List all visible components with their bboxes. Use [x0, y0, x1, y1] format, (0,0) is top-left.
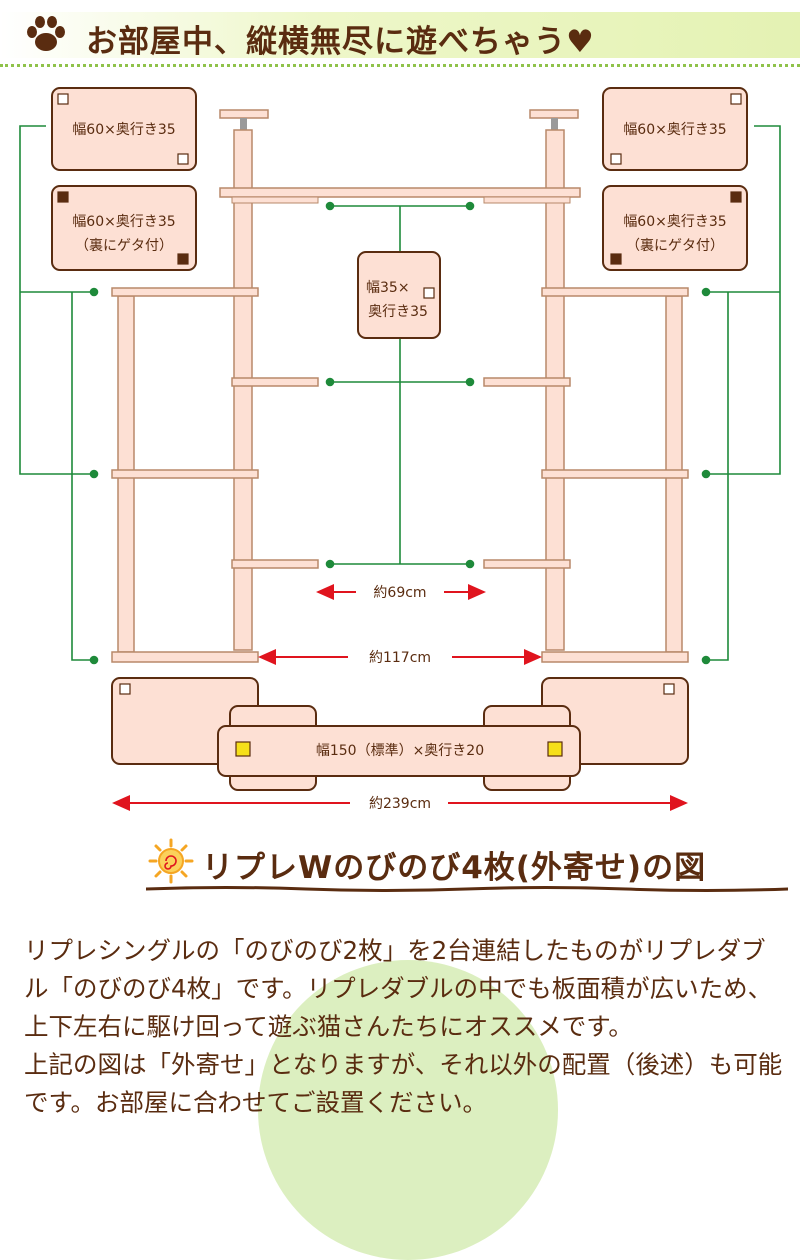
- sun-icon: [148, 838, 194, 884]
- right-pole-cap: [529, 109, 579, 130]
- caption-title: リプレWのびのび4枚(外寄せ)の図: [202, 850, 707, 886]
- board-label-2: 奥行き35: [368, 303, 428, 320]
- board-top-right-1: 幅60×奥行き35: [602, 87, 748, 171]
- center-connectors: [325, 201, 475, 569]
- caption-underline: [146, 886, 788, 892]
- dimension-inner: 約69cm: [316, 584, 486, 601]
- board-label: 幅60×奥行き35: [623, 213, 726, 230]
- diagram-caption: リプレWのびのび4枚(外寄せ)の図: [140, 838, 790, 898]
- dimension-total: 約239cm: [112, 795, 688, 812]
- board-top-left-1: 幅60×奥行き35: [51, 87, 197, 171]
- board-label: 幅35×: [366, 280, 410, 296]
- board-label: 幅60×奥行き35: [623, 121, 726, 138]
- board-note: （裏にゲタ付）: [75, 237, 173, 254]
- board-top-right-2: 幅60×奥行き35 （裏にゲタ付）: [602, 185, 748, 271]
- header: お部屋中、縦横無尽に遊べちゃう♥: [0, 0, 800, 70]
- right-inner-pole: [545, 129, 565, 651]
- top-bridge-shelf: [219, 187, 581, 198]
- header-band: [0, 12, 800, 58]
- dimension-label: 約239cm: [369, 796, 431, 812]
- shelves: [111, 287, 689, 663]
- paw-icon: [27, 16, 65, 51]
- header-divider: [0, 64, 800, 67]
- description-section: リプレシングルの「のびのび2枚」を2台連結したものがリプレダブル「のびのび4枚」…: [0, 900, 800, 1260]
- left-pole-cap: [219, 109, 269, 130]
- dimension-middle: 約117cm: [258, 649, 542, 666]
- description-text: リプレシングルの「のびのび2枚」を2台連結したものがリプレダブル「のびのび4枚」…: [24, 932, 784, 1122]
- cat-tower-diagram: 幅60×奥行き35 幅60×奥行き35 （裏にゲタ付） 幅60×奥行き35 幅6…: [19, 87, 781, 812]
- board-label: 幅60×奥行き35: [72, 213, 175, 230]
- dimension-label: 約69cm: [373, 585, 426, 601]
- board-top-left-2: 幅60×奥行き35 （裏にゲタ付）: [51, 185, 197, 271]
- base-label: 幅150（標準）×奥行き20: [316, 742, 484, 759]
- side-connectors: [19, 125, 781, 665]
- description-paragraph-2: 上記の図は「外寄せ」となりますが、それ以外の配置（後述）も可能です。お部屋に合わ…: [24, 1050, 783, 1117]
- base-boards: 幅150（標準）×奥行き20: [111, 677, 689, 791]
- page-title: お部屋中、縦横無尽に遊べちゃう♥: [86, 24, 595, 60]
- board-label: 幅60×奥行き35: [72, 121, 175, 138]
- board-note: （裏にゲタ付）: [626, 237, 724, 254]
- dimension-label: 約117cm: [369, 650, 431, 666]
- description-paragraph-1: リプレシングルの「のびのび2枚」を2台連結したものがリプレダブル「のびのび4枚」…: [24, 936, 773, 1041]
- left-inner-pole: [233, 129, 253, 651]
- board-center: 幅35× 奥行き35: [357, 251, 441, 339]
